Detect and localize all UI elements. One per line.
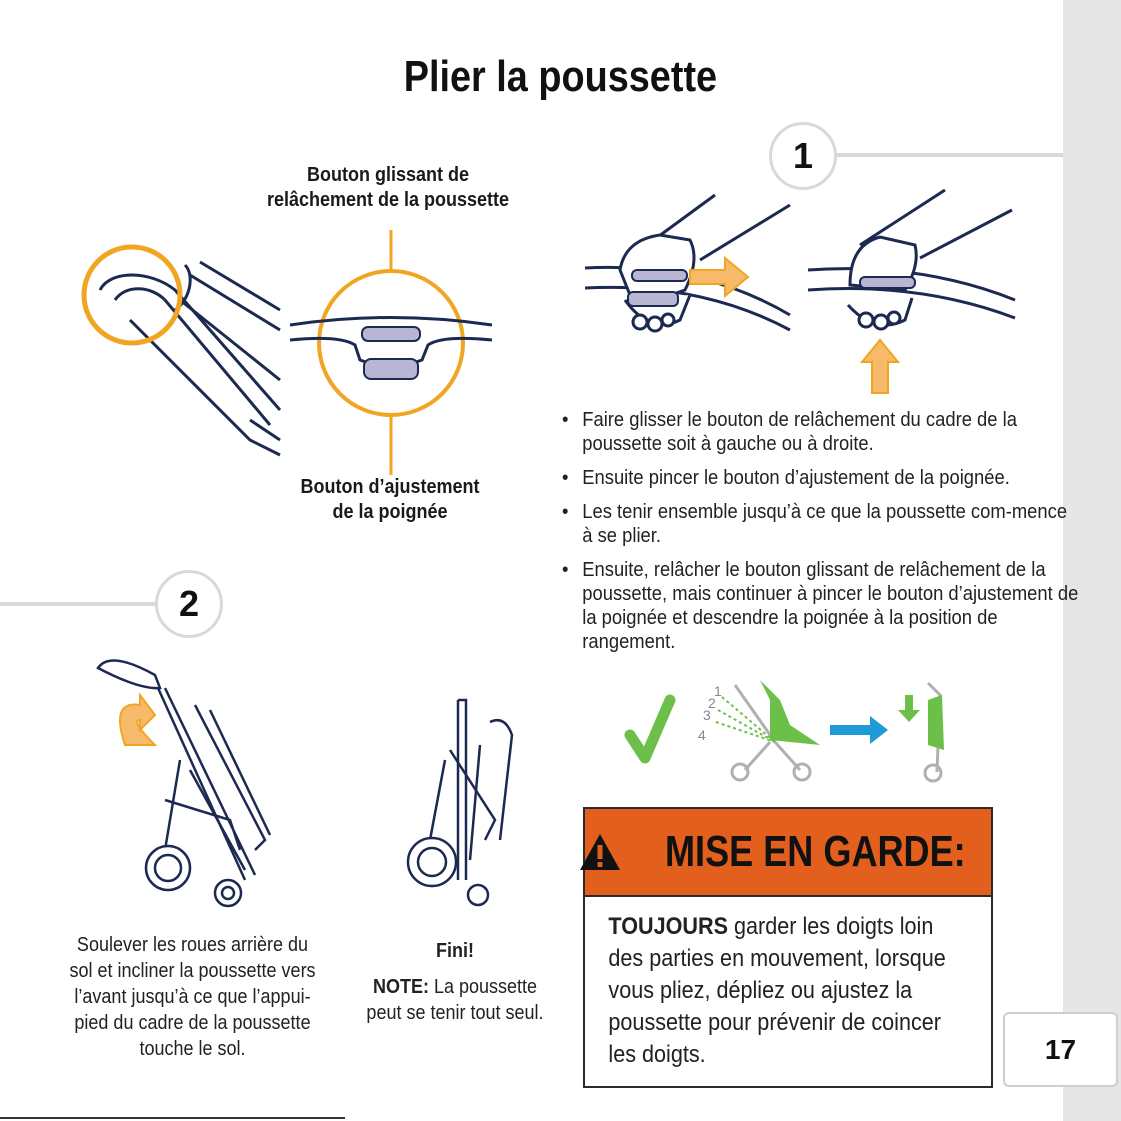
footer-rule [0, 1117, 345, 1119]
warning-line: garder les doigts loin [728, 913, 934, 940]
note-text-1: La poussette [433, 976, 538, 998]
note-line-2: peut se tenir tout seul. [366, 1002, 544, 1024]
folded-stroller-illustration [406, 698, 514, 907]
lift-wheels-caption-line: pied du cadre de la poussette [74, 1012, 311, 1034]
warning-line: vous pliez, dépliez ou ajustez la [608, 977, 913, 1004]
warning-lead: TOUJOURS [608, 913, 729, 940]
right-arrow-icon [830, 716, 888, 744]
fold-position-label: 3 [703, 707, 711, 723]
instruction-list: Faire glisser le bouton de relâchement d… [562, 408, 1078, 664]
down-arrow-icon [898, 695, 920, 722]
note-line-1: NOTE: La poussette [361, 974, 550, 1000]
page-title: Plier la poussette [403, 52, 718, 101]
step-1-badge: 1 [769, 122, 837, 190]
highlight-ring-large [317, 269, 465, 417]
fold-position-label: 1 [714, 683, 722, 699]
warning-body: TOUJOURS garder les doigts loin des part… [585, 897, 992, 1071]
handle-adjust-button [363, 358, 419, 380]
warning-line: poussette pour prévenir de coincer [608, 1009, 942, 1036]
done-caption: Fini! NOTE: La poussette peut se tenir t… [361, 938, 550, 1026]
fold-sequence-graphic: 1 2 3 4 [624, 680, 944, 783]
lift-wheels-caption-line: Soulever les roues arrière du [76, 934, 309, 956]
release-slider-button [361, 326, 421, 342]
up-arrow-icon [859, 338, 901, 394]
warning-line: des parties en mouvement, lorsque [608, 945, 946, 972]
warning-header: MISE EN GARDE: [579, 809, 991, 897]
lift-wheels-caption-line: touche le sol. [139, 1038, 246, 1060]
page-number: 17 [1003, 1012, 1118, 1087]
instruction-item: Ensuite, relâcher le bouton glissant de … [562, 558, 1079, 654]
warning-heading: MISE EN GARDE: [664, 827, 966, 876]
handle-detail-illustration [81, 230, 493, 475]
handle-adjust-callout-line-2: de la poignée [332, 501, 448, 523]
done-heading: Fini! [436, 940, 474, 962]
fold-position-label: 4 [698, 727, 706, 743]
instruction-item: Faire glisser le bouton de relâchement d… [562, 408, 1079, 456]
curved-arrow-icon [119, 692, 158, 746]
release-slider-callout-line-2: relâchement de la poussette [266, 189, 510, 211]
tilted-stroller-illustration [96, 659, 272, 908]
lift-wheels-caption-line: sol et incliner la poussette vers [69, 960, 316, 982]
warning-box: MISE EN GARDE: TOUJOURS garder les doigt… [579, 807, 993, 1088]
handle-adjust-callout-line-1: Bouton d’ajustement [300, 476, 480, 498]
note-label: NOTE: [372, 976, 429, 998]
handle-adjust-callout: Bouton d’ajustement de la poignée [255, 475, 525, 525]
step-2-badge: 2 [155, 570, 223, 638]
release-slider-callout: Bouton glissant de relâchement de la pou… [253, 163, 523, 213]
release-slider-callout-line-1: Bouton glissant de [307, 164, 469, 186]
step-2-rule [0, 602, 190, 606]
instruction-item: Les tenir ensemble jusqu’à ce que la pou… [562, 500, 1079, 548]
step-1-hands-illustration [584, 188, 1016, 394]
lift-wheels-caption: Soulever les roues arrière du sol et inc… [64, 932, 321, 1062]
step-1-rule [800, 153, 1063, 157]
warning-line: les doigts. [608, 1041, 706, 1068]
instruction-item: Ensuite pincer le bouton d’ajustement de… [562, 466, 1079, 490]
lift-wheels-caption-line: l’avant jusqu’à ce que l’appui- [74, 986, 311, 1008]
highlight-ring-small [81, 244, 183, 346]
checkmark-icon [624, 694, 676, 764]
warning-triangle-icon [579, 834, 620, 870]
handle-closeup-drawing [98, 260, 282, 457]
right-arrow-icon [689, 255, 750, 299]
fold-position-label: 2 [708, 695, 716, 711]
